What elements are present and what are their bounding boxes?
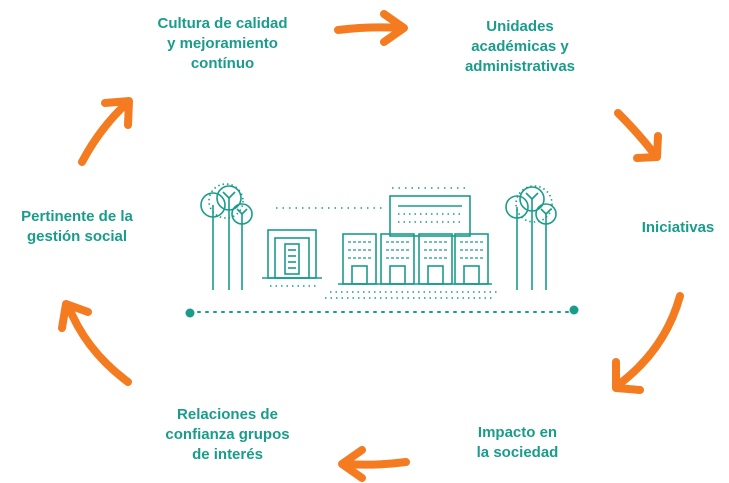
- node-line: Pertinente de la: [21, 208, 133, 225]
- node-cultura-calidad: Cultura de calidad y mejoramiento contín…: [140, 14, 305, 74]
- arrow-down-right-icon: [614, 109, 662, 162]
- node-line: Impacto en: [477, 424, 558, 441]
- node-impacto: Impacto en la sociedad: [455, 423, 580, 463]
- arrow-left-icon: [338, 446, 410, 482]
- node-relaciones: Relaciones de confianza grupos de interé…: [145, 405, 310, 465]
- small-building: [262, 229, 322, 287]
- arrow-up-left-icon: [58, 300, 132, 386]
- node-pertinente: Pertinente de la gestión social: [2, 207, 152, 247]
- node-line: Cultura de calidad: [157, 15, 288, 32]
- arrow-right-icon: [334, 10, 408, 46]
- node-line: Unidades: [486, 18, 554, 35]
- node-line: académicas y: [471, 38, 569, 55]
- node-line: la sociedad: [476, 444, 559, 461]
- node-line: y mejoramiento: [167, 35, 278, 52]
- arrow-up-right-icon: [78, 97, 133, 166]
- node-line: administrativas: [464, 58, 576, 75]
- building-row: [325, 233, 500, 299]
- node-unidades: Unidades académicas y administrativas: [445, 17, 595, 77]
- node-line: confianza grupos: [165, 426, 290, 443]
- node-line: Relaciones de: [177, 406, 278, 423]
- node-line: contínuo: [190, 55, 255, 72]
- arrow-down-left-icon: [612, 292, 684, 394]
- tree-group-left: [200, 183, 253, 290]
- node-line: Iniciativas: [641, 219, 715, 236]
- node-iniciativas: Iniciativas: [628, 218, 728, 238]
- node-line: gestión social: [26, 228, 128, 245]
- tall-building: [389, 195, 471, 237]
- tree-group-right: [505, 185, 557, 290]
- campus-buildings-illustration: [185, 183, 579, 318]
- node-line: de interés: [192, 446, 263, 463]
